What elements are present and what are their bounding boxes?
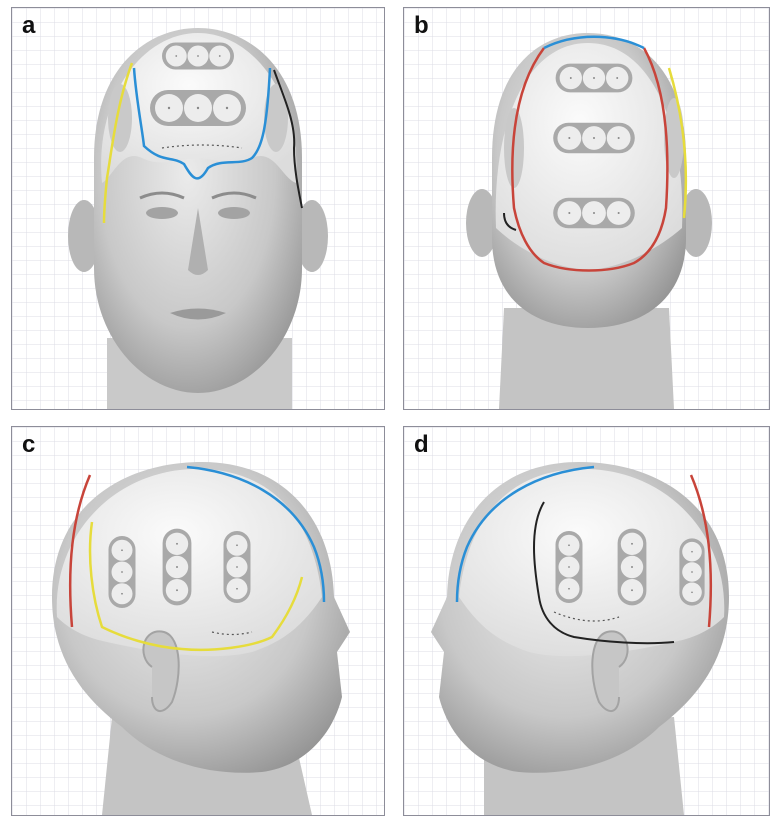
electrode-pad xyxy=(553,198,635,229)
back-head-illustration xyxy=(404,8,769,409)
electrode-pad xyxy=(109,536,136,608)
electrode-pad xyxy=(162,43,234,70)
right-side-head-illustration xyxy=(12,427,384,815)
panel-d-left-side-view: d xyxy=(403,426,770,816)
electrode-pad xyxy=(163,529,192,606)
electrode-pad xyxy=(679,538,704,605)
left-side-head-illustration xyxy=(404,427,769,815)
electrode-pad xyxy=(224,531,251,603)
panel-label: c xyxy=(22,433,35,457)
panel-label: d xyxy=(414,433,429,457)
panel-label: a xyxy=(22,14,35,38)
electrode-pad xyxy=(553,123,635,154)
electrode-pad xyxy=(618,529,647,606)
front-head-illustration xyxy=(12,8,384,409)
panel-b-back-view: b xyxy=(403,7,770,410)
panel-c-right-side-view: c xyxy=(11,426,385,816)
panel-label: b xyxy=(414,14,429,38)
electrode-pad xyxy=(556,531,583,603)
electrode-pad xyxy=(556,64,633,93)
electrode-pad xyxy=(150,90,246,126)
panel-a-front-view: a xyxy=(11,7,385,410)
